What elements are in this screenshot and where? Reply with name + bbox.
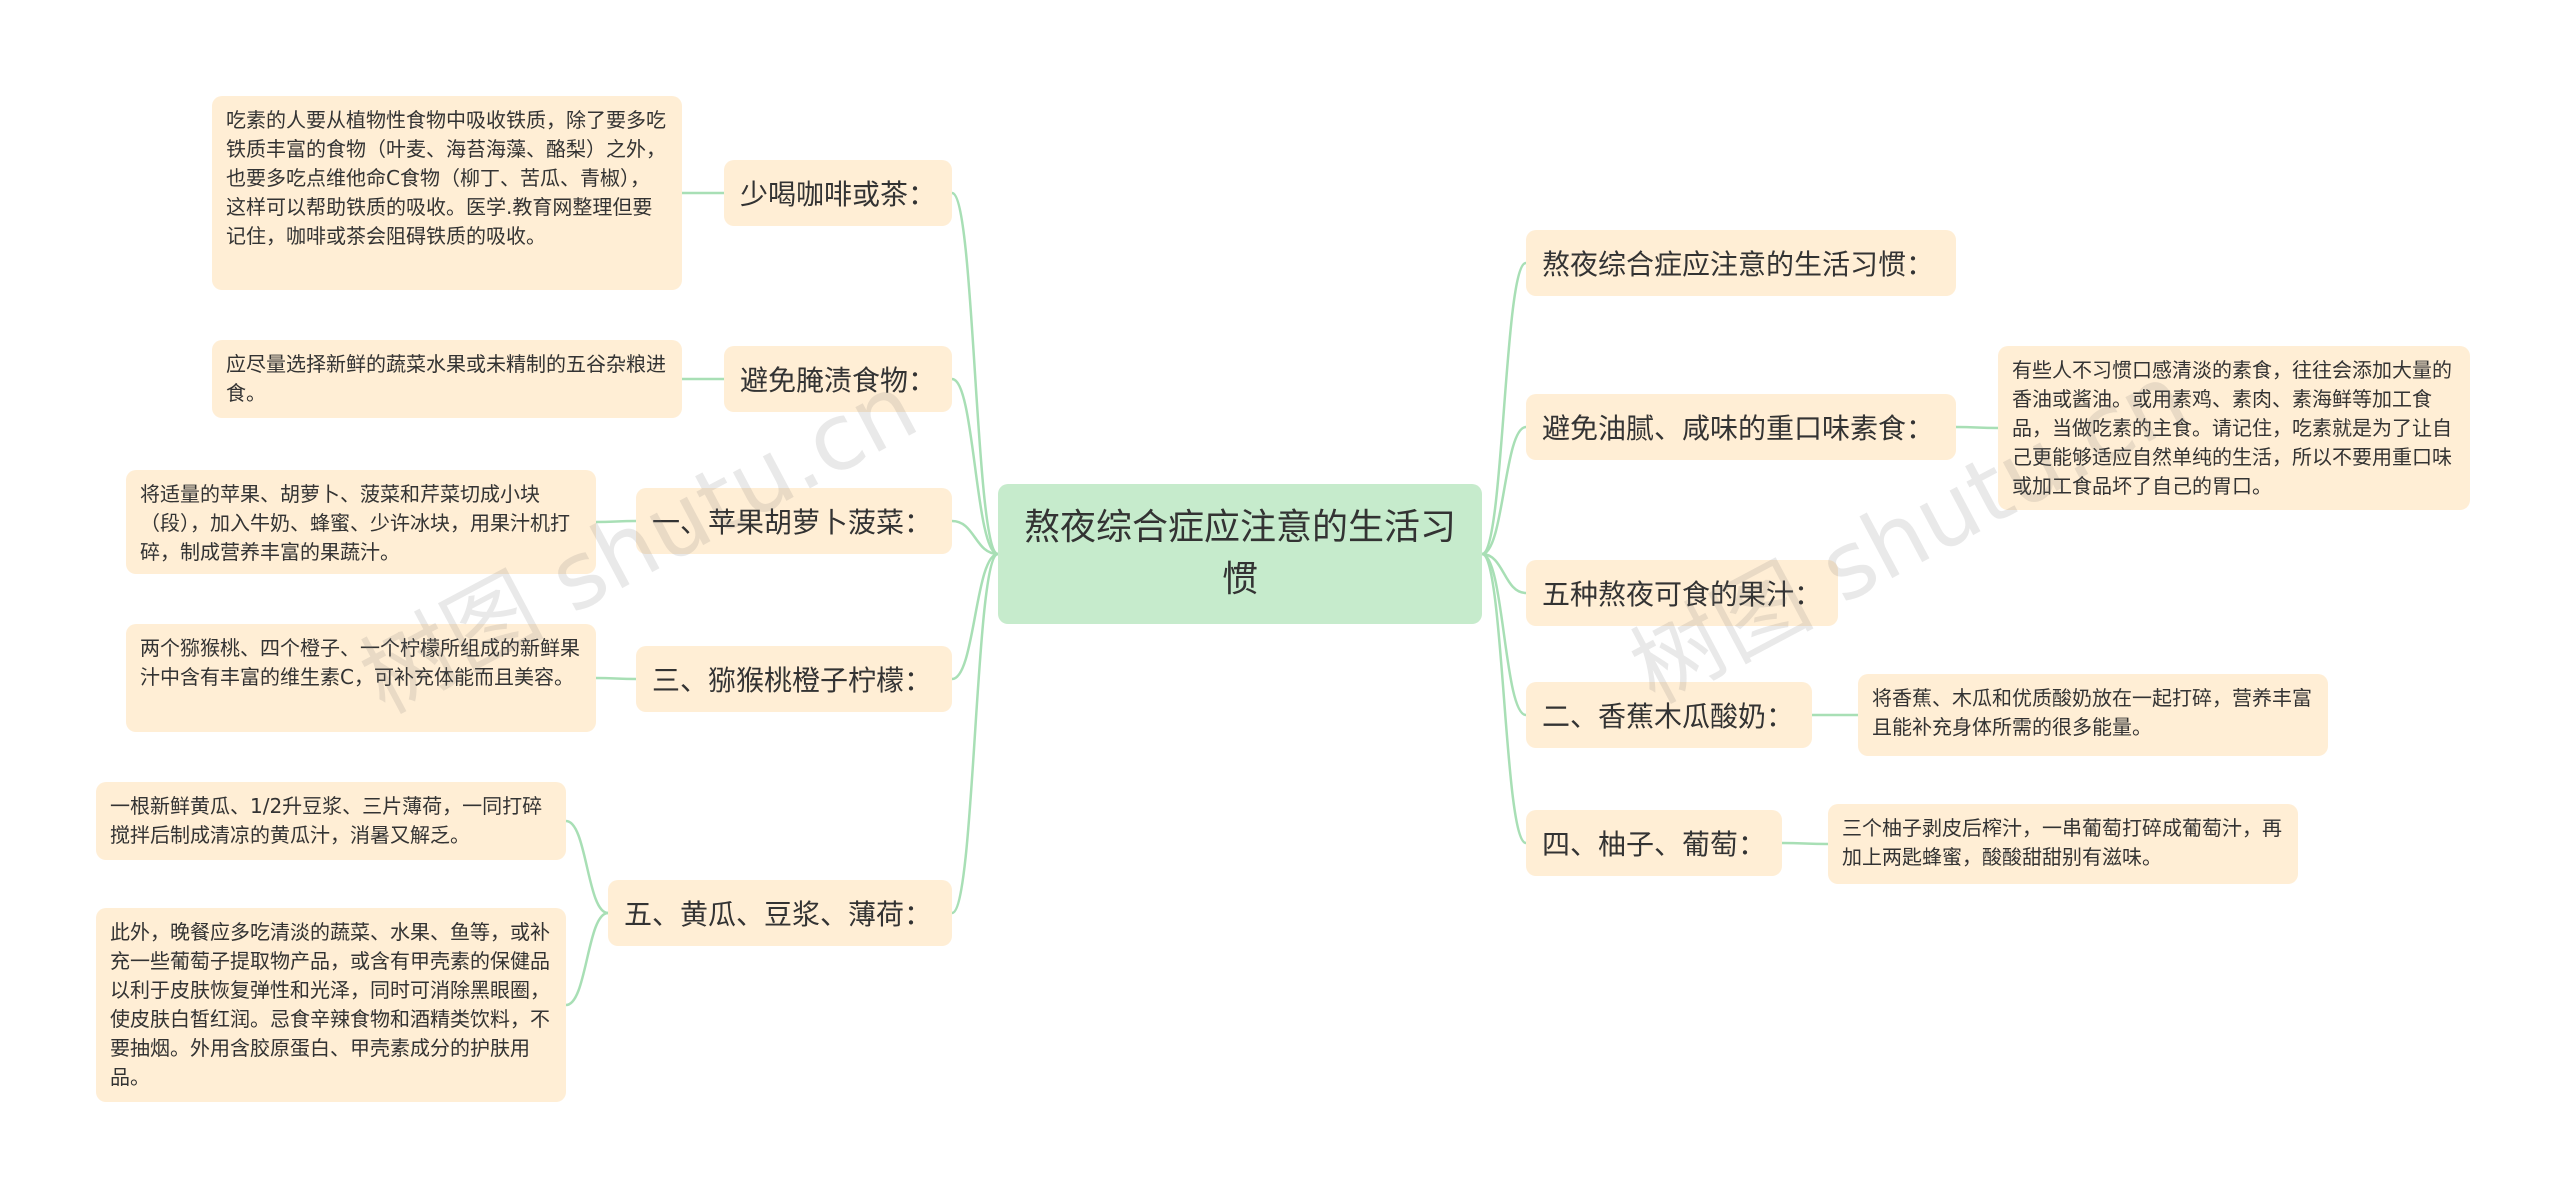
branch-label: 二、香蕉木瓜酸奶： — [1542, 700, 1795, 733]
note-left-0-0: 吃素的人要从植物性食物中吸收铁质，除了要多吃铁质丰富的食物（叶麦、海苔海藻、酪梨… — [212, 96, 682, 290]
branch-left-0[interactable]: 少喝咖啡或茶： — [724, 160, 952, 226]
branch-left-1[interactable]: 避免腌渍食物： — [724, 346, 952, 412]
branch-left-3[interactable]: 三、猕猴桃橙子柠檬： — [636, 646, 952, 712]
branch-label: 五、黄瓜、豆浆、薄荷： — [624, 898, 933, 931]
branch-left-4[interactable]: 五、黄瓜、豆浆、薄荷： — [608, 880, 952, 946]
connector-root-right-3 — [1481, 552, 1527, 717]
branch-right-4[interactable]: 四、柚子、葡萄： — [1526, 810, 1782, 876]
connector-root-left-1 — [951, 377, 999, 556]
connector-left-4-1 — [565, 911, 609, 1007]
note-left-4-1: 此外，晚餐应多吃清淡的蔬菜、水果、鱼等，或补充一些葡萄子提取物产品，或含有甲壳素… — [96, 908, 566, 1102]
connector-root-right-4 — [1481, 552, 1527, 845]
connector-root-left-4 — [951, 552, 999, 915]
connector-root-right-1 — [1481, 425, 1527, 556]
branch-label: 五种熬夜可食的果汁： — [1542, 578, 1823, 611]
root-title: 熬夜综合症应注意的生活习惯 — [1023, 507, 1456, 600]
note-right-1-0: 有些人不习惯口感清淡的素食，往往会添加大量的香油或酱油。或用素鸡、素肉、素海鲜等… — [1998, 346, 2470, 510]
branch-label: 避免腌渍食物： — [740, 364, 937, 397]
branch-label: 避免油腻、咸味的重口味素食： — [1542, 412, 1935, 445]
branch-label: 四、柚子、葡萄： — [1542, 828, 1767, 861]
connector-right-1-0 — [1955, 425, 1999, 430]
branch-right-1[interactable]: 避免油腻、咸味的重口味素食： — [1526, 394, 1956, 460]
connector-left-2-0 — [595, 519, 637, 524]
note-left-1-0: 应尽量选择新鲜的蔬菜水果或未精制的五谷杂粮进食。 — [212, 340, 682, 418]
branch-label: 少喝咖啡或茶： — [740, 178, 937, 211]
note-left-2-0: 将适量的苹果、胡萝卜、菠菜和芹菜切成小块（段），加入牛奶、蜂蜜、少许冰块，用果汁… — [126, 470, 596, 574]
note-left-3-0: 两个猕猴桃、四个橙子、一个柠檬所组成的新鲜果汁中含有丰富的维生素C，可补充体能而… — [126, 624, 596, 732]
connector-root-left-0 — [950, 191, 1000, 556]
branch-right-0[interactable]: 熬夜综合症应注意的生活习惯： — [1526, 230, 1956, 296]
connector-root-left-3 — [951, 552, 999, 681]
connector-left-4-0 — [565, 819, 609, 915]
connector-root-right-2 — [1481, 552, 1527, 595]
connector-root-left-2 — [951, 519, 999, 556]
branch-left-2[interactable]: 一、苹果胡萝卜菠菜： — [636, 488, 952, 554]
connector-root-right-0 — [1481, 261, 1527, 556]
branch-right-2[interactable]: 五种熬夜可食的果汁： — [1526, 560, 1838, 626]
branch-label: 熬夜综合症应注意的生活习惯： — [1542, 248, 1935, 281]
root-topic[interactable]: 熬夜综合症应注意的生活习惯 — [998, 484, 1482, 624]
branch-right-3[interactable]: 二、香蕉木瓜酸奶： — [1526, 682, 1812, 748]
note-right-3-0: 将香蕉、木瓜和优质酸奶放在一起打碎，营养丰富且能补充身体所需的很多能量。 — [1858, 674, 2328, 756]
branch-label: 三、猕猴桃橙子柠檬： — [652, 664, 933, 697]
note-right-4-0: 三个柚子剥皮后榨汁，一串葡萄打碎成葡萄汁，再加上两匙蜂蜜，酸酸甜甜别有滋味。 — [1828, 804, 2298, 884]
branch-label: 一、苹果胡萝卜菠菜： — [652, 506, 933, 539]
note-left-4-0: 一根新鲜黄瓜、1/2升豆浆、三片薄荷，一同打碎搅拌后制成清凉的黄瓜汁，消暑又解乏… — [96, 782, 566, 860]
connector-right-4-0 — [1781, 841, 1829, 846]
connector-left-3-0 — [595, 676, 637, 681]
